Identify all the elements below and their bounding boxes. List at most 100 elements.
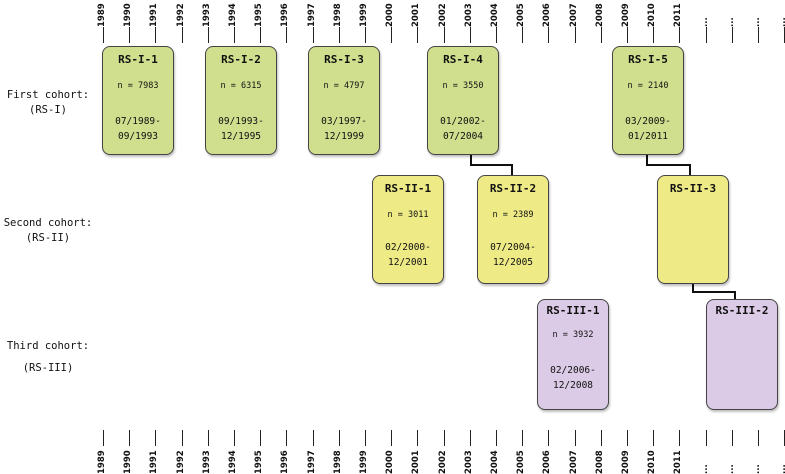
year-label: 1992	[176, 450, 186, 474]
year-tick	[286, 27, 288, 43]
year-tick	[182, 430, 184, 446]
box-end-date: 09/1993	[117, 131, 159, 142]
box-start-date: 07/2004-	[490, 242, 536, 253]
connector-rs-ii-3-vertical	[689, 164, 691, 176]
year-tick	[391, 430, 393, 446]
box-rs-i-1: RS-I-1 n = 7983 07/1989- 09/1993	[102, 46, 174, 155]
year-tick	[653, 430, 655, 446]
year-tick	[417, 27, 419, 43]
connector-rs-i-4-horizontal	[470, 164, 513, 166]
box-dates: 03/2009- 01/2011	[613, 114, 683, 144]
year-tick	[417, 430, 419, 446]
year-tick	[339, 27, 341, 43]
connector-rs-i-5-horizontal	[646, 164, 691, 166]
box-start-date: 02/2000-	[385, 242, 431, 253]
year-label: 2005	[516, 450, 526, 474]
year-tick	[758, 430, 760, 446]
year-tick	[496, 27, 498, 43]
box-dates: 07/1989- 09/1993	[103, 114, 173, 144]
year-label: 2003	[464, 450, 474, 474]
year-label: ...	[752, 464, 762, 474]
year-tick	[444, 430, 446, 446]
box-start-date: 02/2006-	[550, 365, 596, 376]
year-label: 2000	[385, 450, 395, 474]
year-tick	[234, 27, 236, 43]
year-label: 2010	[647, 3, 657, 27]
year-tick	[601, 430, 603, 446]
box-end-date: 12/2005	[492, 257, 534, 268]
year-tick	[103, 27, 105, 43]
year-tick	[208, 430, 210, 446]
year-tick	[601, 27, 603, 43]
connector-rs-i-4-vertical	[470, 155, 472, 165]
year-label: 2007	[569, 3, 579, 27]
year-tick	[286, 430, 288, 446]
cohort-label-third-line2: (RS-III)	[22, 362, 74, 374]
year-label: 1993	[202, 3, 212, 27]
box-rs-i-5: RS-I-5 n = 2140 03/2009- 01/2011	[612, 46, 684, 155]
year-label: 1990	[123, 3, 133, 27]
box-end-date: 01/2011	[627, 131, 669, 142]
year-label: 2011	[673, 3, 683, 27]
year-label: 1994	[228, 450, 238, 474]
connector-rs-ii-3-down	[692, 282, 694, 292]
connector-rs-ii-3-across	[692, 291, 736, 293]
box-title: RS-II-2	[489, 182, 537, 195]
cohort-label-second-line1: Second cohort:	[3, 217, 93, 229]
year-tick	[103, 430, 105, 446]
year-tick	[522, 430, 524, 446]
box-sample-size: n = 4797	[323, 81, 365, 91]
year-label: 2009	[621, 450, 631, 474]
year-tick	[155, 27, 157, 43]
box-title: RS-III-2	[715, 304, 769, 317]
year-label: 2009	[621, 3, 631, 27]
box-rs-iii-1: RS-III-1 n = 3932 02/2006- 12/2008	[537, 299, 609, 410]
box-dates: 01/2002- 07/2004	[428, 114, 498, 144]
year-tick	[444, 27, 446, 43]
box-title: RS-I-4	[443, 53, 483, 66]
year-label: 1998	[333, 450, 343, 474]
connector-rs-iii-2-vertical	[734, 291, 736, 301]
box-end-date: 12/2008	[552, 380, 594, 391]
box-rs-ii-1: RS-II-1 n = 3011 02/2000- 12/2001	[372, 175, 444, 284]
year-tick	[208, 27, 210, 43]
year-tick	[758, 27, 760, 43]
cohort-label-third: Third cohort: (RS-III)	[0, 335, 96, 379]
year-label: 1992	[176, 3, 186, 27]
year-tick	[496, 430, 498, 446]
connector-rs-ii-2-vertical	[511, 164, 513, 176]
year-label: 1995	[254, 3, 264, 27]
year-label: 1989	[97, 3, 107, 27]
year-label: 1996	[280, 3, 290, 27]
cohort-label-second: Second cohort: (RS-II)	[0, 216, 96, 246]
year-label: ...	[726, 17, 736, 27]
year-label: 2002	[438, 450, 448, 474]
year-tick	[679, 27, 681, 43]
box-start-date: 07/1989-	[115, 116, 161, 127]
year-tick	[470, 430, 472, 446]
year-tick	[129, 27, 131, 43]
year-label: 2008	[595, 450, 605, 474]
year-label: ...	[700, 464, 710, 474]
year-label: 1991	[149, 450, 159, 474]
year-tick	[129, 430, 131, 446]
year-label: ...	[752, 17, 762, 27]
year-tick	[706, 430, 708, 446]
year-label: 2011	[673, 450, 683, 474]
year-tick	[732, 27, 734, 43]
box-end-date: 12/2001	[387, 257, 429, 268]
year-label: ...	[700, 17, 710, 27]
box-sample-size: n = 3932	[552, 330, 594, 340]
year-label: 1997	[307, 450, 317, 474]
box-title: RS-I-2	[221, 53, 261, 66]
box-dates: 09/1993- 12/1995	[206, 114, 276, 144]
year-label: 1999	[359, 450, 369, 474]
box-dates: 03/1997- 12/1999	[309, 114, 379, 144]
box-title: RS-II-3	[669, 182, 717, 195]
year-tick	[470, 27, 472, 43]
year-tick	[365, 27, 367, 43]
year-label: 2005	[516, 3, 526, 27]
year-label: 1995	[254, 450, 264, 474]
year-tick	[679, 430, 681, 446]
